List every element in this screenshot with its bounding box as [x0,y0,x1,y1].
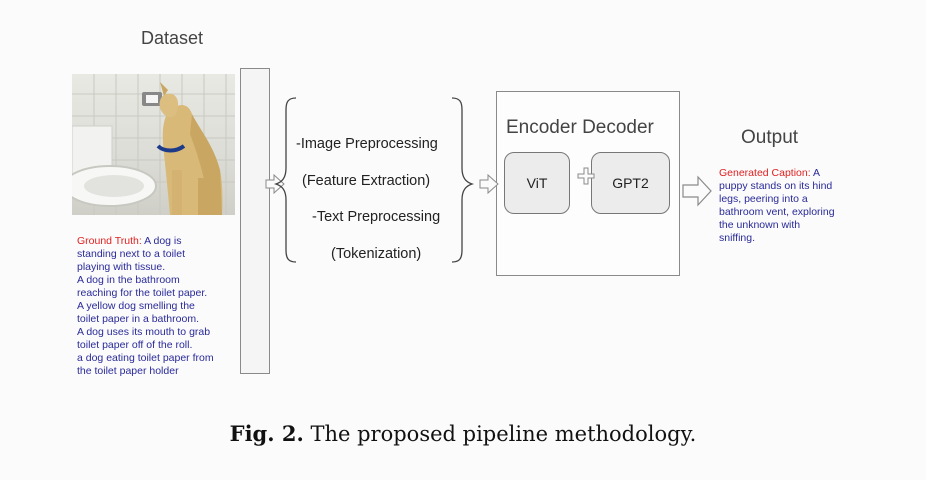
ground-truth-line: the toilet paper holder [77,365,179,377]
generated-caption-line: A [813,167,821,179]
vit-label: ViT [526,175,548,191]
generated-caption-line: bathroom vent, exploring [719,206,835,218]
right-brace-icon [451,97,475,263]
prep-item-feature-extraction: (Feature Extraction) [302,173,431,189]
output-arrow-icon [682,175,712,207]
ground-truth-text: Ground Truth: A dog is standing next to … [77,235,237,378]
generated-caption-line: legs, peering into a [719,193,808,205]
dataset-sample-image [72,74,235,215]
ground-truth-label: Ground Truth: [77,235,142,247]
ground-truth-line: a dog eating toilet paper from [77,352,214,364]
arrow-icon [479,173,499,195]
figure-caption: Fig. 2. The proposed pipeline methodolog… [0,421,926,446]
ground-truth-line: A dog is [144,235,182,247]
generated-caption-text: Generated Caption: A puppy stands on its… [719,167,849,245]
ground-truth-line: A yellow dog smelling the [77,300,195,312]
ground-truth-line: A dog in the bathroom [77,274,180,286]
prep-item-tokenization: (Tokenization) [331,246,422,262]
generated-caption-line: the unknown with [719,219,801,231]
figure-caption-text: The proposed pipeline methodology. [310,422,697,446]
figure-number: Fig. 2. [229,421,304,446]
prep-item-text-preprocessing: -Text Preprocessing [312,209,441,225]
ground-truth-line: toilet paper in a bathroom. [77,313,199,325]
generated-caption-line: puppy stands on its hind [719,180,833,192]
encoder-decoder-title: Encoder Decoder [506,117,654,139]
decoder-label: Decoder [582,117,654,138]
ground-truth-line: standing next to a toilet [77,248,185,260]
generated-caption-label: Generated Caption: [719,167,811,179]
gpt2-label: GPT2 [612,175,649,191]
gpt2-block: GPT2 [591,152,670,214]
plus-icon [577,167,595,185]
generated-caption-line: sniffing. [719,232,755,244]
dataset-bar [240,68,270,374]
ground-truth-line: playing with tissue. [77,261,166,273]
vit-block: ViT [504,152,570,214]
encoder-label: Encoder [506,117,577,138]
prep-item-image-preprocessing: -Image Preprocessing [296,136,438,152]
ground-truth-line: reaching for the toilet paper. [77,287,208,299]
left-brace-icon [273,97,297,263]
output-title: Output [741,127,799,148]
dataset-title: Dataset [141,28,204,48]
ground-truth-line: A dog uses its mouth to grab [77,326,211,338]
ground-truth-line: toilet paper off of the roll. [77,339,193,351]
